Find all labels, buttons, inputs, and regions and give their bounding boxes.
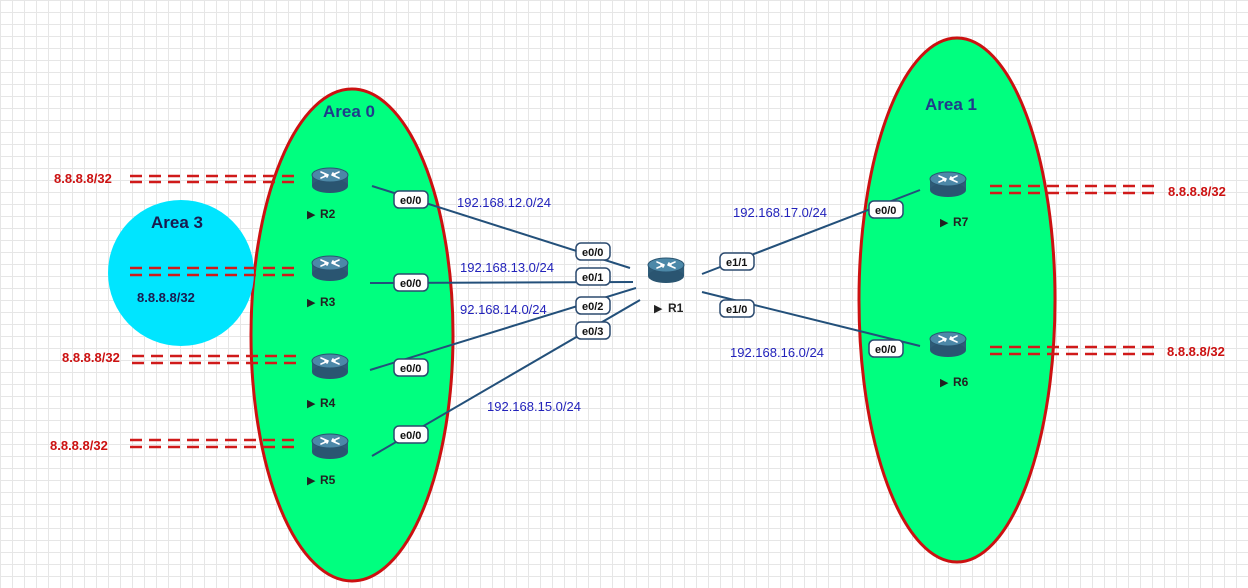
svg-text:e0/0: e0/0: [400, 430, 421, 442]
network-r1-r3: 192.168.13.0/24: [460, 260, 554, 275]
router-r4[interactable]: ▶ R4: [307, 353, 349, 410]
route-r5-label: 8.8.8.8/32: [50, 438, 108, 453]
svg-text:e0/0: e0/0: [400, 195, 421, 207]
iface-r3-e0-0[interactable]: e0/0: [393, 273, 429, 292]
iface-r4-e0-0[interactable]: e0/0: [393, 358, 429, 377]
iface-r1-e1-0[interactable]: e1/0: [719, 299, 755, 318]
area-0-label: Area 0: [323, 102, 375, 121]
router-icon: [311, 433, 349, 460]
route-r2-dash: [130, 174, 300, 184]
route-r4-label: 8.8.8.8/32: [62, 350, 120, 365]
route-r4-dash: [132, 354, 302, 365]
router-icon: [929, 331, 967, 358]
network-r1-r6: 192.168.16.0/24: [730, 345, 824, 360]
iface-r1-e0-2[interactable]: e0/2: [575, 296, 611, 315]
play-triangle-icon: ▶: [307, 475, 316, 487]
area-3-zone: [108, 200, 254, 346]
router-r5[interactable]: ▶ R5: [307, 433, 349, 487]
iface-r1-e0-0[interactable]: e0/0: [575, 242, 611, 261]
svg-text:e1/0: e1/0: [726, 304, 747, 316]
play-triangle-icon: ▶: [940, 217, 949, 229]
route-r7-label: 8.8.8.8/32: [1168, 184, 1226, 199]
network-r1-r5: 192.168.15.0/24: [487, 399, 581, 414]
svg-text:e0/0: e0/0: [400, 363, 421, 375]
svg-text:R3: R3: [320, 295, 336, 309]
svg-text:e0/3: e0/3: [582, 326, 603, 338]
play-triangle-icon: ▶: [307, 398, 316, 410]
svg-text:e0/0: e0/0: [875, 344, 896, 356]
play-triangle-icon: ▶: [307, 297, 316, 309]
svg-text:e0/0: e0/0: [400, 278, 421, 290]
route-r6-dash: [990, 345, 1160, 356]
route-r2-label: 8.8.8.8/32: [54, 171, 112, 186]
router-r7[interactable]: ▶ R7: [929, 171, 969, 229]
svg-text:R6: R6: [953, 375, 969, 389]
route-r5-dash: [130, 438, 300, 449]
svg-text:R5: R5: [320, 473, 336, 487]
iface-r6-e0-0[interactable]: e0/0: [868, 339, 904, 358]
iface-r1-e1-1[interactable]: e1/1: [719, 252, 755, 271]
router-icon: [311, 353, 349, 380]
router-r2[interactable]: ▶ R2: [307, 167, 349, 221]
route-r6-label: 8.8.8.8/32: [1167, 344, 1225, 359]
router-r1[interactable]: ▶ R1: [647, 257, 685, 315]
router-icon: [311, 255, 349, 282]
network-r1-r4: 92.168.14.0/24: [460, 302, 547, 317]
svg-text:e1/1: e1/1: [726, 257, 747, 269]
network-r1-r2: 192.168.12.0/24: [457, 195, 551, 210]
router-r3[interactable]: ▶ R3: [307, 255, 349, 309]
play-triangle-icon: ▶: [307, 209, 316, 221]
svg-text:R1: R1: [668, 301, 684, 315]
router-icon: [647, 257, 685, 284]
area-1-zone: [857, 36, 1057, 564]
iface-r2-e0-0[interactable]: e0/0: [393, 190, 429, 209]
iface-r7-e0-0[interactable]: e0/0: [868, 200, 904, 219]
svg-text:R2: R2: [320, 207, 336, 221]
area-0-zone: [249, 87, 455, 583]
iface-r5-e0-0[interactable]: e0/0: [393, 425, 429, 444]
svg-text:e0/2: e0/2: [582, 301, 603, 313]
router-r6[interactable]: ▶ R6: [929, 331, 969, 389]
route-r3-dash: [130, 266, 300, 277]
router-icon: [929, 171, 967, 198]
network-r1-r7: 192.168.17.0/24: [733, 205, 827, 220]
play-triangle-icon: ▶: [940, 377, 949, 389]
svg-text:e0/1: e0/1: [582, 272, 603, 284]
area-1-label: Area 1: [925, 95, 977, 114]
iface-r1-e0-1[interactable]: e0/1: [575, 267, 611, 286]
iface-r1-e0-3[interactable]: e0/3: [575, 321, 611, 340]
router-icon: [311, 167, 349, 194]
svg-text:e0/0: e0/0: [875, 205, 896, 217]
svg-text:R7: R7: [953, 215, 969, 229]
area-3-label: Area 3: [151, 213, 203, 232]
route-r7-dash: [990, 184, 1160, 195]
play-triangle-icon: ▶: [654, 303, 663, 315]
area-3-route-label: 8.8.8.8/32: [137, 290, 195, 305]
svg-text:e0/0: e0/0: [582, 247, 603, 259]
svg-text:R4: R4: [320, 396, 336, 410]
